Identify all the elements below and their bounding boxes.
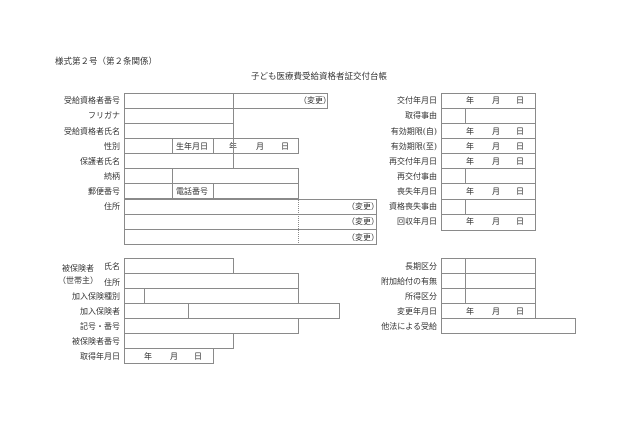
label-symbol-number: 記号・番号 [80,322,120,331]
postal-phone-row [124,183,299,199]
label-valid-from: 有効期限(自) [390,127,437,136]
insurer-code-field[interactable] [125,304,188,318]
additional-benefit-code-field[interactable] [442,274,465,287]
insured-address-field[interactable] [124,273,299,289]
recipient-number-field[interactable] [124,93,234,109]
change-label: （変更） [347,233,379,242]
label-guardian-name: 保護者氏名 [80,157,120,166]
insurance-type-code-field[interactable] [125,289,144,303]
label-income-class: 所得区分 [405,292,437,301]
label-insured-number: 被保険者番号 [72,337,120,346]
label-acquisition-reason: 取得事由 [405,111,437,120]
guardian-name-field[interactable] [124,153,234,169]
insured-name-field[interactable] [124,258,234,274]
label-collection-date: 回収年月日 [397,217,437,226]
label-valid-to: 有効期限(至) [390,142,437,151]
label-insured-address: 住所 [104,278,120,287]
label-loss-reason: 資格喪失事由 [389,202,437,211]
additional-benefit-field[interactable] [466,274,535,287]
insurance-type-field[interactable] [145,289,298,303]
label-reissue-reason: 再交付事由 [397,172,437,181]
label-insured-name: 氏名 [104,262,120,271]
label-additional-benefit: 附加給付の有無 [381,277,437,286]
income-class-code-field[interactable] [442,289,465,302]
label-householder: （世帯主） [58,276,98,285]
change-label: （変更） [347,217,379,226]
reissue-reason-field[interactable] [466,169,535,182]
relationship-field[interactable] [124,168,173,184]
address-field-3[interactable] [124,229,377,245]
label-acquisition-date: 取得年月日 [80,352,120,361]
symbol-number-field[interactable] [124,318,299,334]
label-insurer: 加入保険者 [80,307,120,316]
page-title: 子ども医療費受給資格者証交付台帳 [251,72,388,82]
recipient-name-field[interactable] [124,123,234,139]
gender-field[interactable] [124,139,172,153]
insurer-name-field[interactable] [189,304,339,318]
label-insured: 被保険者 [62,264,94,273]
label-postal-code: 郵便番号 [88,187,120,196]
other-law-field[interactable] [441,318,576,334]
income-class-field[interactable] [466,289,535,302]
label-recipient-name: 受給資格者氏名 [64,127,120,136]
label-other-law: 他法による受給 [381,322,437,331]
label-long-term: 長期区分 [405,262,437,271]
insured-number-field[interactable] [124,333,234,349]
address-field-2[interactable] [124,214,377,230]
long-term-field[interactable] [466,259,535,272]
acquisition-date-field[interactable] [124,348,214,364]
loss-reason-field[interactable] [466,200,535,213]
long-term-code-field[interactable] [442,259,465,272]
label-furigana: フリガナ [88,111,120,120]
issuance-grid [441,93,536,231]
label-change-date: 変更年月日 [397,307,437,316]
label-loss-date: 喪失年月日 [397,187,437,196]
label-phone-number: 電話番号 [176,187,208,196]
label-address: 住所 [104,202,120,211]
label-relationship: 続柄 [104,172,120,181]
change-label: （変更） [299,96,331,105]
change-label: （変更） [347,202,379,211]
furigana-field[interactable] [124,108,234,124]
label-insurance-type: 加入保険種別 [72,292,120,301]
label-recipient-number: 受給資格者番号 [64,96,120,105]
address-field-1[interactable] [124,199,377,215]
label-reissue-date: 再交付年月日 [389,157,437,166]
label-issue-date: 交付年月日 [397,96,437,105]
label-gender: 性別 [104,142,120,151]
label-birth-date: 生年月日 [176,142,208,151]
acquisition-reason-field[interactable] [466,109,535,122]
form-number: 様式第２号（第２条関係） [55,57,158,67]
